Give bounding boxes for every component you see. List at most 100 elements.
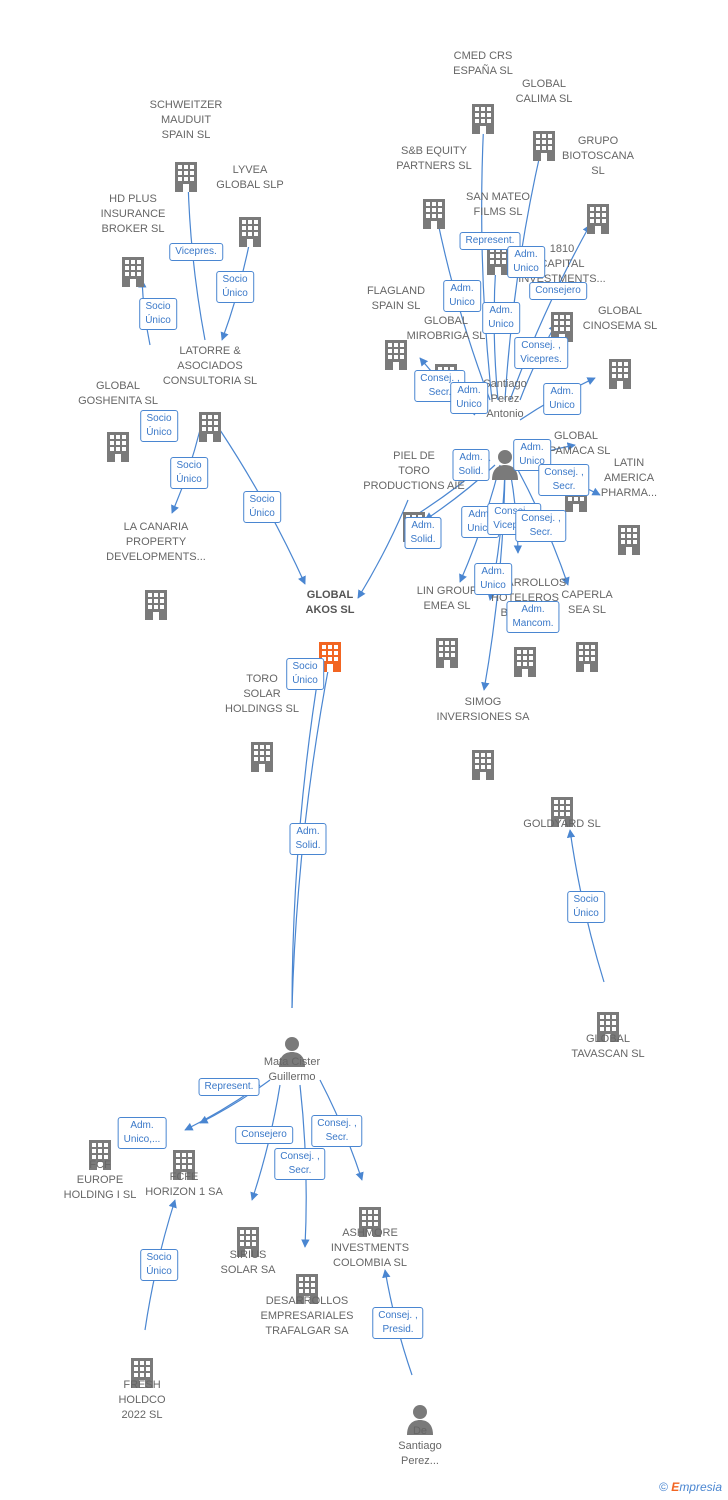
relation-label[interactable]: Adm. Unico xyxy=(443,280,481,312)
relation-label[interactable]: Adm. Mancom. xyxy=(506,601,560,633)
node-label-sirius[interactable]: SIRIUS SOLAR SA xyxy=(220,1249,276,1276)
node-label-lacanaria[interactable]: LA CANARIA PROPERTY DEVELOPMENTS... xyxy=(106,521,206,563)
node-label-schweitzer[interactable]: SCHWEITZER MAUDUIT SPAIN SL xyxy=(149,99,223,141)
node-label-biotoscana[interactable]: GRUPO BIOTOSCANA SL xyxy=(562,135,634,177)
relation-label[interactable]: Vicepres. xyxy=(169,243,223,261)
building-icon[interactable] xyxy=(383,338,409,372)
building-icon[interactable] xyxy=(294,1272,320,1306)
node-label-hdplus[interactable]: HD PLUS INSURANCE BROKER SL xyxy=(100,193,166,235)
person-icon[interactable] xyxy=(490,448,520,480)
relation-label[interactable]: Socio Único xyxy=(567,891,605,923)
relation-label[interactable]: Consej. , Presid. xyxy=(372,1307,424,1339)
node-label-sanmateo[interactable]: SAN MATEO FILMS SL xyxy=(466,191,530,218)
relation-label[interactable]: Adm. Unico xyxy=(474,563,512,595)
node-label-mata[interactable]: Mata Cister Guillermo xyxy=(263,1056,321,1083)
relation-label[interactable]: Socio Único xyxy=(140,1249,178,1281)
node-label-desempresariales[interactable]: DESARROLLOS EMPRESARIALES TRAFALGAR SA xyxy=(260,1295,354,1337)
node-label-flagland[interactable]: FLAGLAND SPAIN SL xyxy=(366,285,426,312)
relation-label[interactable]: Consej. , Secr. xyxy=(538,464,590,496)
building-icon[interactable] xyxy=(421,197,447,231)
relation-label[interactable]: Adm. Unico xyxy=(543,383,581,415)
relation-label[interactable]: Represent. xyxy=(198,1078,260,1096)
node-label-ashmore[interactable]: ASHMORE INVESTMENTS COLOMBIA SL xyxy=(330,1227,410,1269)
relation-label[interactable]: Consejero xyxy=(529,282,587,300)
building-icon[interactable] xyxy=(595,1010,621,1044)
node-label-lyvea[interactable]: LYVEA GLOBAL SLP xyxy=(216,164,284,191)
node-label-mirobriga[interactable]: GLOBAL MIROBRIGA SL xyxy=(406,315,486,342)
relation-label[interactable]: Consej. , Secr. xyxy=(311,1115,363,1147)
node-label-santiago[interactable]: Santiago Perez Antonio xyxy=(483,378,527,420)
relation-label[interactable]: Adm. Unico xyxy=(482,302,520,334)
building-icon[interactable] xyxy=(616,523,642,557)
building-icon[interactable] xyxy=(197,410,223,444)
footer: © Empresia xyxy=(659,1480,722,1494)
person-icon[interactable] xyxy=(405,1403,435,1435)
building-icon[interactable] xyxy=(173,160,199,194)
building-icon[interactable] xyxy=(143,588,169,622)
node-label-cinosema[interactable]: GLOBAL CINOSEMA SL xyxy=(582,305,658,332)
building-icon[interactable] xyxy=(171,1148,197,1182)
person-icon[interactable] xyxy=(277,1035,307,1067)
relation-label[interactable]: Socio Único xyxy=(140,410,178,442)
building-icon[interactable] xyxy=(357,1205,383,1239)
building-icon[interactable] xyxy=(470,102,496,136)
node-label-globalakos[interactable]: GLOBAL AKOS SL xyxy=(305,589,355,616)
node-label-goldyard[interactable]: GOLDYARD SL xyxy=(523,818,601,830)
relation-label[interactable]: Socio Único xyxy=(216,271,254,303)
relation-label[interactable]: Socio Único xyxy=(139,298,177,330)
relation-label[interactable]: Adm. Unico xyxy=(507,246,545,278)
building-icon[interactable] xyxy=(129,1356,155,1390)
node-label-goshenita[interactable]: GLOBAL GOSHENITA SL xyxy=(78,380,158,407)
node-label-fcfeeurope[interactable]: FCF EUROPE HOLDING I SL xyxy=(63,1159,137,1201)
building-icon[interactable] xyxy=(317,640,343,674)
building-icon[interactable] xyxy=(249,740,275,774)
node-label-cmed[interactable]: CMED CRS ESPAÑA SL xyxy=(453,50,513,77)
relation-label[interactable]: Consej. , Secr. xyxy=(274,1148,326,1180)
building-icon[interactable] xyxy=(237,215,263,249)
building-icon[interactable] xyxy=(512,645,538,679)
building-icon[interactable] xyxy=(434,636,460,670)
building-icon[interactable] xyxy=(105,430,131,464)
building-icon[interactable] xyxy=(549,795,575,829)
node-label-pieldetoro[interactable]: PIEL DE TORO PRODUCTIONS AIE xyxy=(363,450,465,492)
relation-label[interactable]: Represent. xyxy=(459,232,521,250)
relation-label[interactable]: Adm. Solid. xyxy=(452,449,490,481)
node-label-caperla[interactable]: CAPERLA SEA SL xyxy=(561,589,613,616)
node-label-desantiago[interactable]: De Santiago Perez... xyxy=(398,1425,442,1467)
node-label-simog[interactable]: SIMOG INVERSIONES SA xyxy=(436,696,530,723)
relation-label[interactable]: Socio Único xyxy=(170,457,208,489)
node-label-calima[interactable]: GLOBAL CALIMA SL xyxy=(515,78,573,105)
building-icon[interactable] xyxy=(485,243,511,277)
node-label-sbequity[interactable]: S&B EQUITY PARTNERS SL xyxy=(396,145,472,172)
building-icon[interactable] xyxy=(549,310,575,344)
copyright-symbol: © xyxy=(659,1480,668,1494)
building-icon[interactable] xyxy=(607,357,633,391)
node-label-lingroup[interactable]: LIN GROUP EMEA SL xyxy=(416,585,478,612)
building-icon[interactable] xyxy=(120,255,146,289)
relation-label[interactable]: Adm. Unico,... xyxy=(117,1117,167,1149)
node-label-latinamerica[interactable]: LATIN AMERICA PHARMA... xyxy=(600,457,658,499)
building-icon[interactable] xyxy=(470,748,496,782)
relation-edge xyxy=(509,224,591,401)
building-icon[interactable] xyxy=(235,1225,261,1259)
node-label-tavascan[interactable]: GLOBAL TAVASCAN SL xyxy=(571,1033,645,1060)
node-label-torosolar[interactable]: TORO SOLAR HOLDINGS SL xyxy=(225,673,299,715)
building-icon[interactable] xyxy=(531,129,557,163)
relation-label[interactable]: Consej. , Secr. xyxy=(515,510,567,542)
brand-logo[interactable]: Empresia xyxy=(671,1480,722,1494)
building-icon[interactable] xyxy=(87,1138,113,1172)
relation-label[interactable]: Socio Único xyxy=(243,491,281,523)
building-icon[interactable] xyxy=(574,640,600,674)
relation-label[interactable]: Consejero xyxy=(235,1126,293,1144)
building-icon[interactable] xyxy=(585,202,611,236)
relation-label[interactable]: Adm. Unico xyxy=(450,382,488,414)
relation-label[interactable]: Adm. Solid. xyxy=(289,823,327,855)
relation-label[interactable]: Socio Único xyxy=(286,658,324,690)
node-label-latorre[interactable]: LATORRE & ASOCIADOS CONSULTORIA SL xyxy=(162,345,258,387)
node-label-fcfehorizon[interactable]: FCFE HORIZON 1 SA xyxy=(145,1171,223,1198)
node-label-apamaca[interactable]: GLOBAL APAMACA SL xyxy=(541,430,611,457)
relation-label[interactable]: Adm. Solid. xyxy=(404,517,442,549)
node-label-fresh[interactable]: FRESH HOLDCO 2022 SL xyxy=(118,1379,166,1421)
relation-label[interactable]: Consej. , Vicepres. xyxy=(514,337,568,369)
relation-edge xyxy=(479,117,493,401)
